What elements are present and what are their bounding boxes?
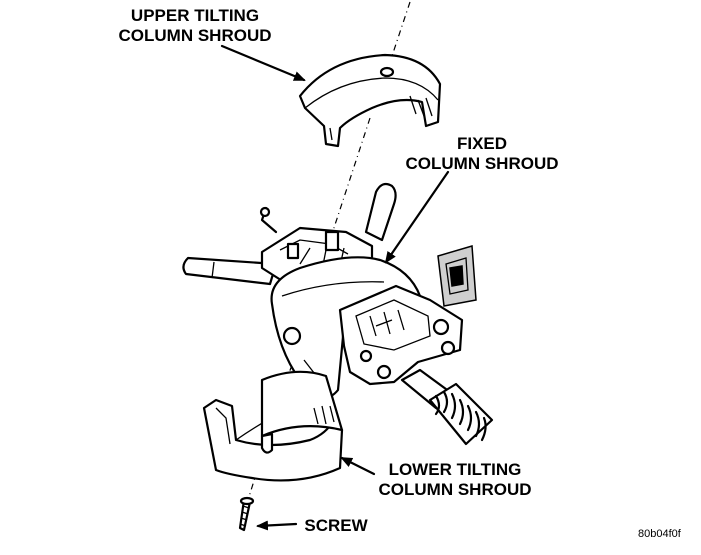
lower-shroud-label-line-2: COLUMN SHROUD	[378, 480, 532, 499]
lower-shroud-label: LOWER TILTING COLUMN SHROUD	[366, 460, 544, 500]
lower-shroud-label-line-1: LOWER TILTING	[388, 460, 522, 479]
fixed-shroud-label-line-2: COLUMN SHROUD	[405, 154, 559, 173]
fixed-column-shroud	[182, 182, 494, 446]
lower-shroud-leader-arrow	[340, 456, 376, 476]
upper-shroud-leader-arrow	[220, 44, 306, 82]
column-boot	[428, 382, 494, 446]
lower-tilting-shroud	[202, 370, 344, 482]
fixed-shroud-leader-arrow	[384, 170, 450, 264]
fixed-shroud-label: FIXED COLUMN SHROUD	[393, 134, 571, 174]
upper-shroud-label: UPPER TILTING COLUMN SHROUD	[110, 6, 280, 46]
figure-code: 80b04f0f	[638, 528, 681, 540]
fixed-shroud-label-line-1: FIXED	[456, 134, 508, 153]
upper-tilting-shroud	[298, 53, 442, 148]
upper-shroud-label-line-1: UPPER TILTING	[130, 6, 260, 25]
upper-shroud-label-line-2: COLUMN SHROUD	[118, 26, 272, 45]
screw	[238, 496, 255, 532]
screw-leader-arrow	[256, 520, 298, 531]
ignition-bezel-part	[437, 245, 477, 307]
screw-label: SCREW	[304, 516, 368, 535]
assembly-centerline-middle	[329, 117, 371, 241]
